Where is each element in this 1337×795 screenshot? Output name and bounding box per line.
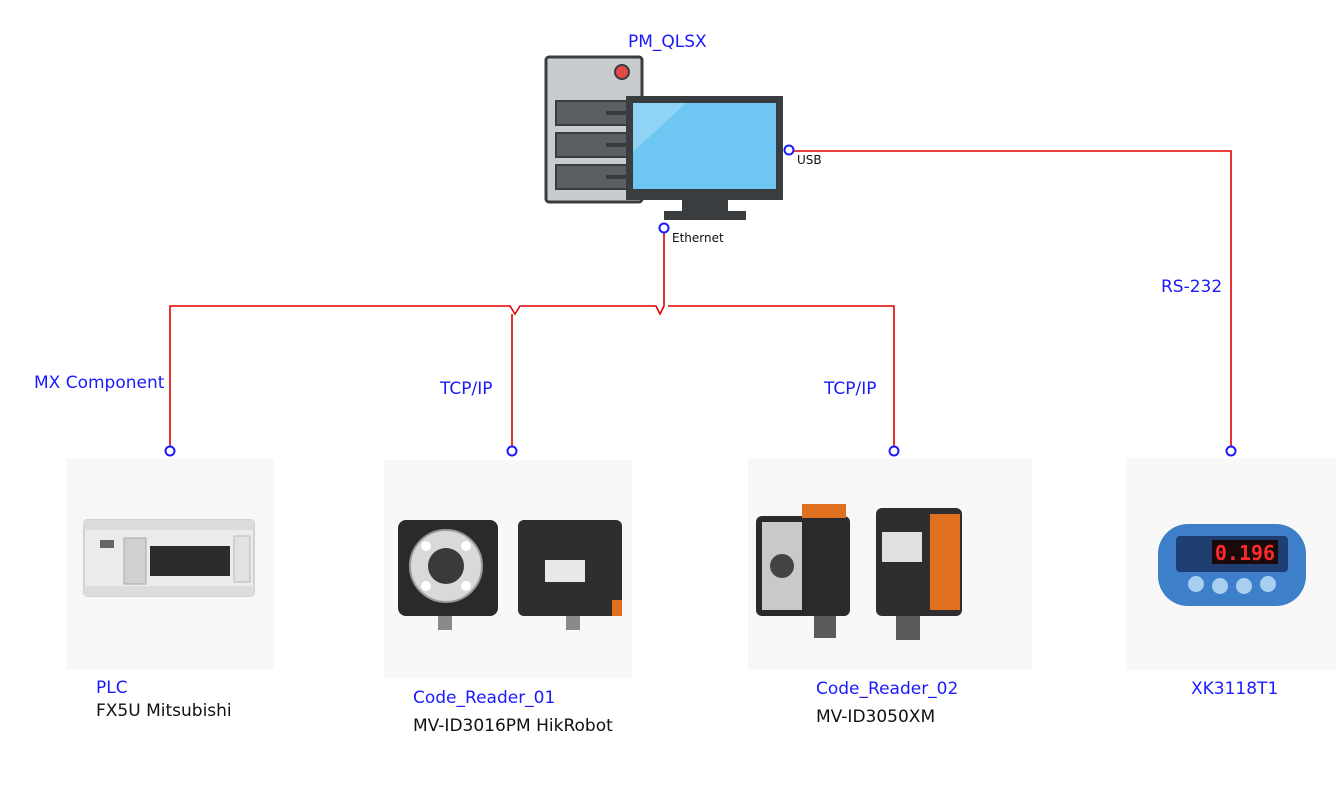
code-reader-01-icon [384,460,632,678]
device-name-plc: PLC [96,678,128,698]
indicator-display-readout: 0.196 [1215,541,1275,565]
ethernet-port-label: Ethernet [672,231,724,245]
reader02-port-icon [888,445,900,457]
ethernet-bus [169,232,895,446]
ethernet-port-icon [658,222,670,234]
reader01-port-icon [506,445,518,457]
scale-port-icon [1225,445,1237,457]
server-name-label: PM_QLSX [628,32,707,52]
usb-port-label: USB [797,153,822,167]
device-model-code-reader-01: MV-ID3016PM HikRobot [413,716,613,736]
device-name-code-reader-01: Code_Reader_01 [413,688,556,708]
port-markers [164,144,1237,457]
device-name-xk3118t1: XK3118T1 [1191,679,1279,699]
plc-device-icon [66,458,274,670]
plc-port-icon [164,445,176,457]
usb-port-icon [783,144,795,156]
link-label-tcpip-2: TCP/IP [824,379,877,399]
monitor-icon [626,96,783,220]
device-model-plc: FX5U Mitsubishi [96,701,232,721]
link-label-tcpip-1: TCP/IP [440,379,493,399]
weighing-indicator-icon [1126,458,1336,670]
usb-rs232-wire [794,150,1232,446]
device-model-code-reader-02: MV-ID3050XM [816,707,936,727]
code-reader-02-icon [748,458,1032,670]
device-name-code-reader-02: Code_Reader_02 [816,679,959,699]
link-label-mx-component: MX Component [34,373,165,393]
link-label-rs232: RS-232 [1161,277,1223,297]
